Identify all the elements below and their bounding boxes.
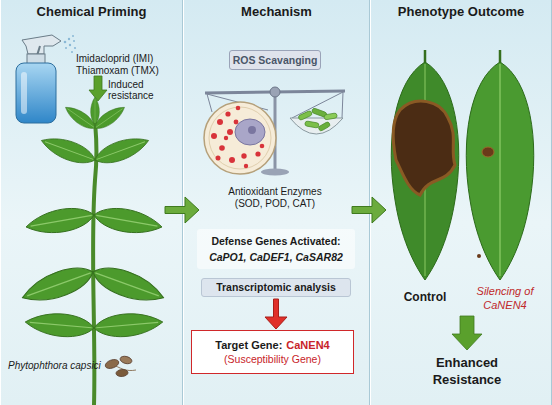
process-box: Transcriptomic analysis [201, 278, 351, 297]
node-title: Mechanism [241, 5, 312, 20]
text-row: Target Gene: CaNEN4 [215, 339, 329, 352]
node-title: Phenotype Outcome [398, 5, 524, 20]
node-text: (Susceptibility Gene) [224, 353, 321, 365]
node-title: ROS Scavanging [233, 54, 318, 66]
annotation-label: Induced resistance [108, 79, 168, 101]
node-text: CaNEN4 [286, 339, 329, 352]
text-row: Defense Genes Activated: [211, 235, 340, 247]
text-row: Chemical Priming [37, 5, 147, 20]
text-row: Mechanism [241, 5, 312, 20]
gene-box: Defense Genes Activated: CaPO1, CaDEF1, C… [197, 229, 355, 269]
text-row: ROS Scavanging [233, 54, 318, 66]
annotation-label: Enhanced Resistance [417, 354, 517, 388]
target-box: Target Gene: CaNEN4(Susceptibility Gene) [191, 330, 354, 374]
text-row: (Susceptibility Gene) [224, 351, 321, 365]
text-row: Phenotype Outcome [398, 5, 524, 20]
process-box: ROS Scavanging [229, 50, 321, 70]
node-title: Defense Genes Activated: [211, 235, 340, 247]
node-title: Chemical Priming [37, 5, 147, 20]
node-text: CaPO1, CaDEF1, CaSAR82 [209, 251, 343, 263]
annotation-label: Control [395, 290, 455, 304]
node-title: Transcriptomic analysis [216, 281, 336, 293]
text-row: Transcriptomic analysis [216, 281, 336, 293]
text-row: CaPO1, CaDEF1, CaSAR82 [209, 247, 343, 263]
annotation-label: Silencing of CaNEN4 [465, 284, 545, 312]
panel: Phenotype Outcome [370, 0, 552, 405]
annotation-label: Imidacloprid (IMI) Thiamoxam (TMX) [76, 53, 180, 77]
node-title: Target Gene: [215, 339, 282, 352]
annotation-label: Antioxidant Enzymes (SOD, POD, CAT) [217, 186, 333, 210]
annotation-label: Phytophthora capsici [8, 360, 118, 371]
